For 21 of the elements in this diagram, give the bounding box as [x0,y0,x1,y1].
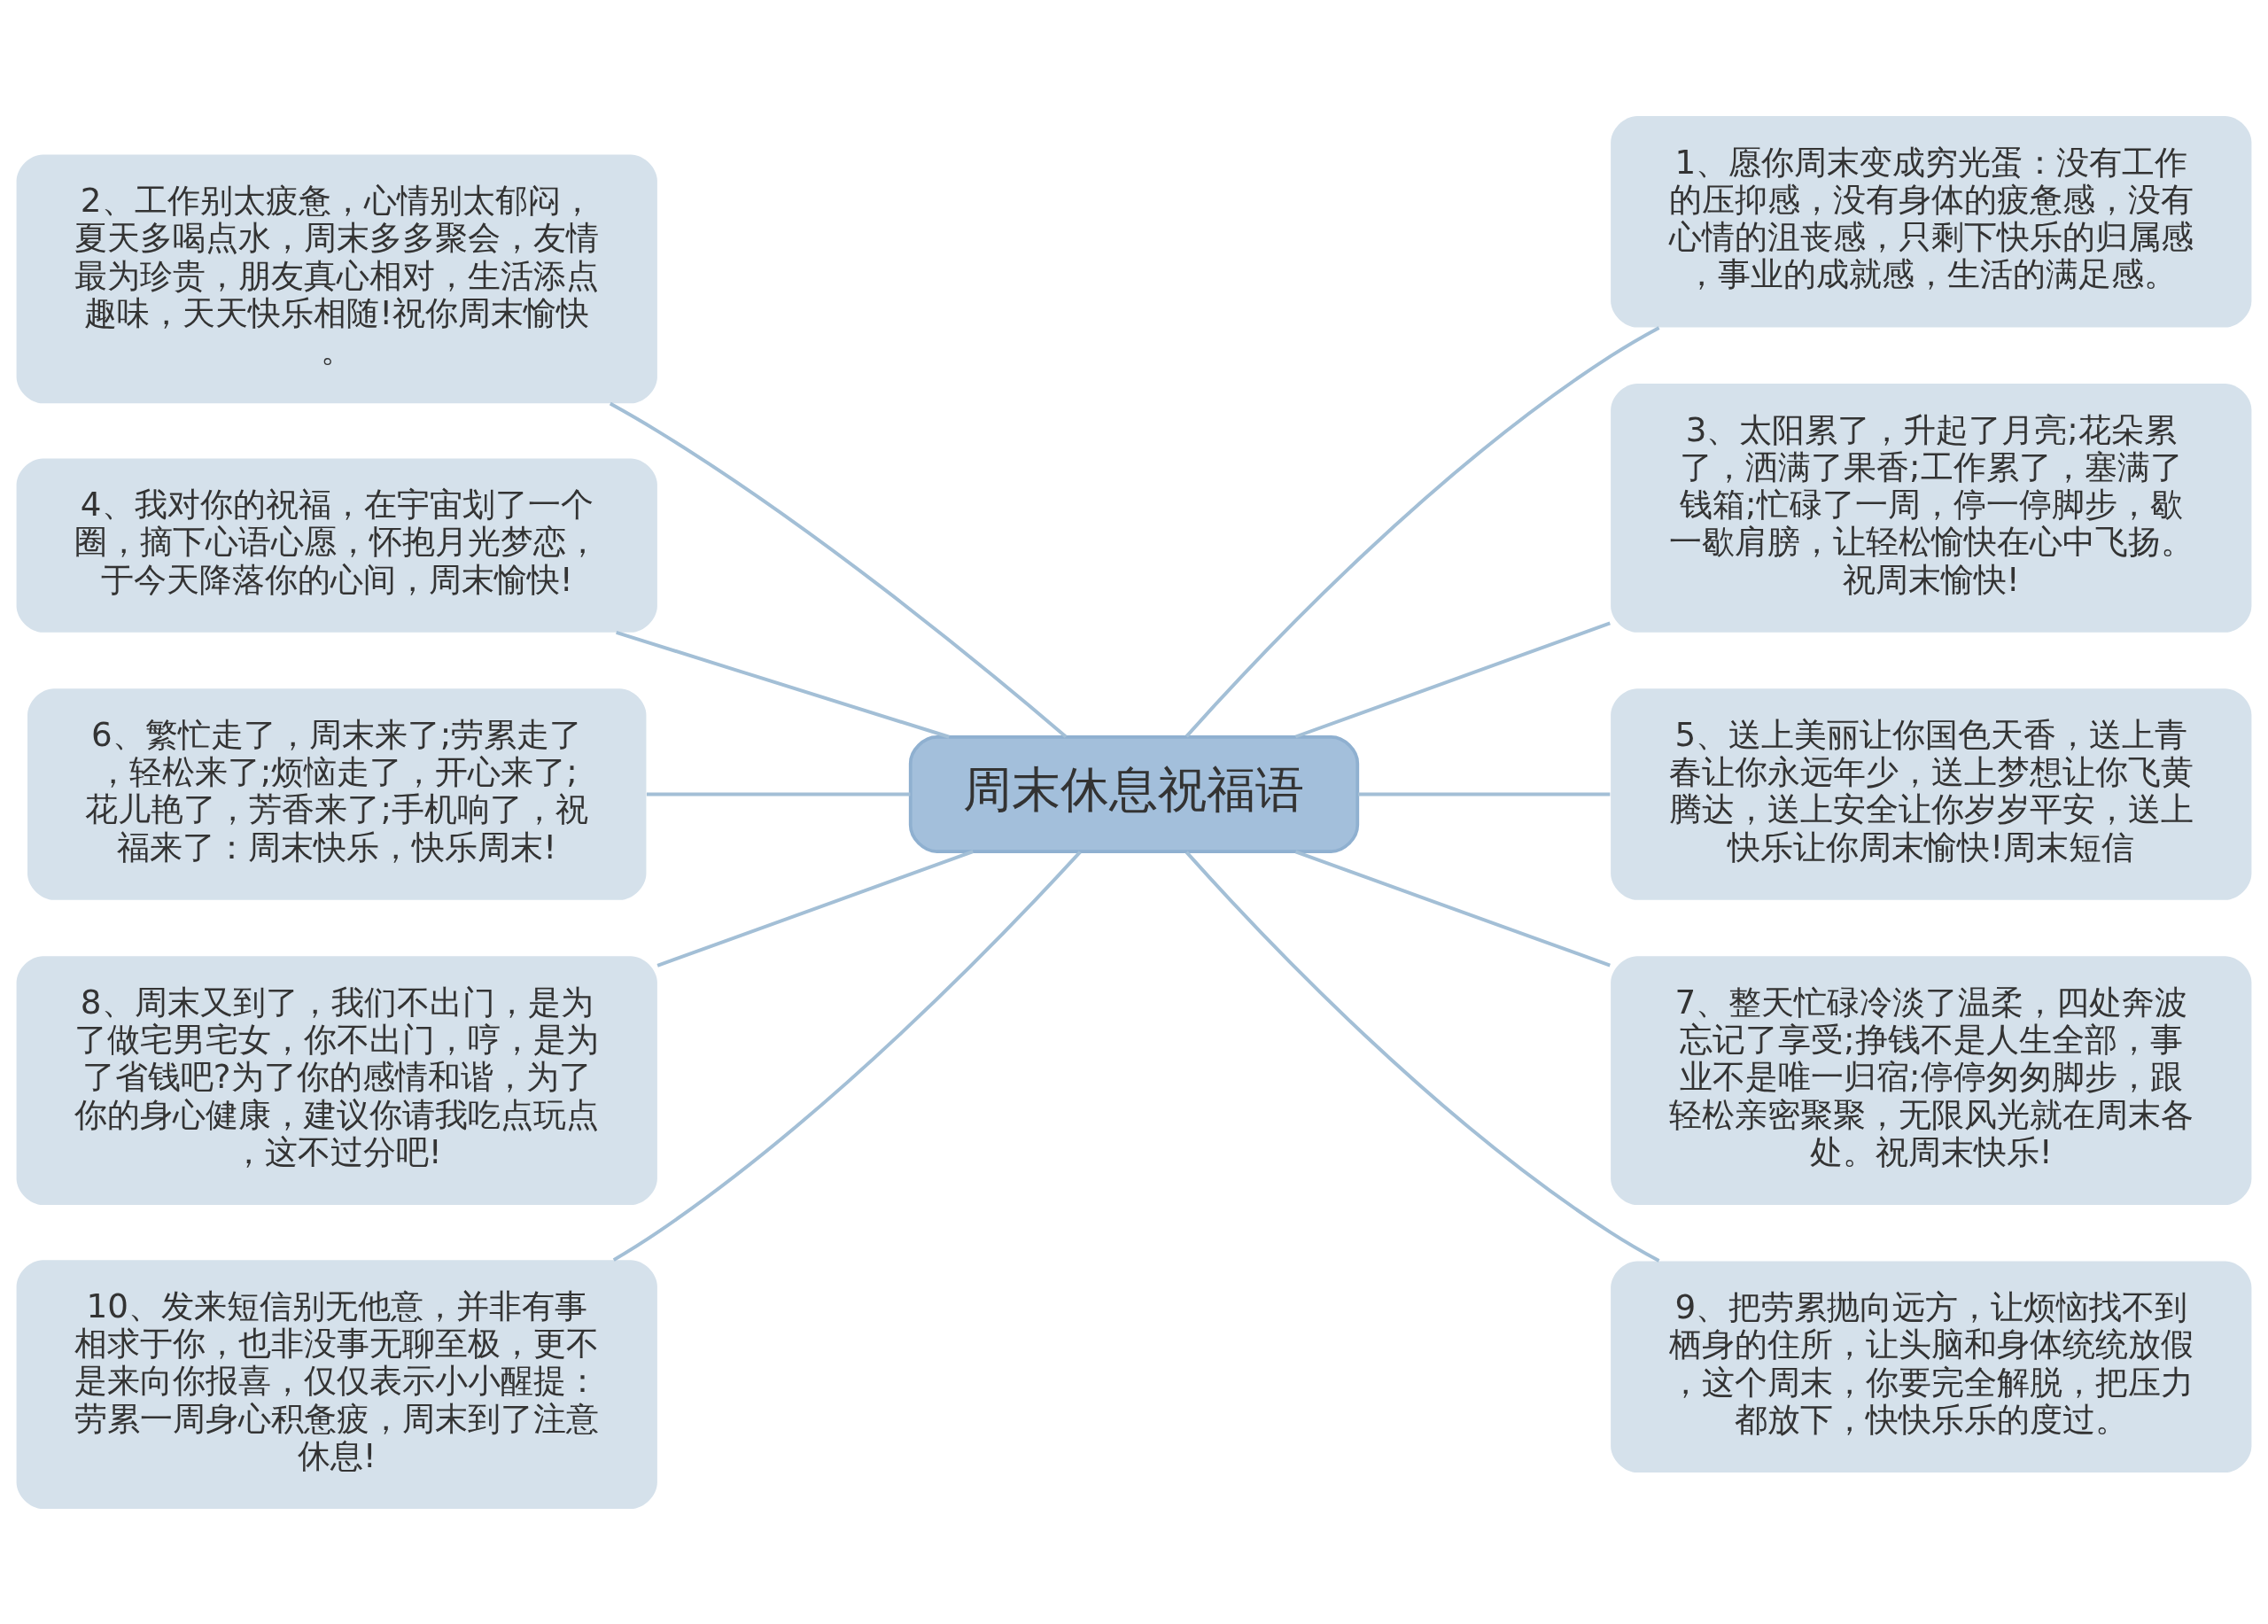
node-box: 9、把劳累抛向远方，让烦恼找不到栖身的住所，让头脑和身体统统放假，这个周末，你要完全解脱，把压力都放下，快快乐乐的度过。 [1611,1260,2252,1472]
connector [1184,851,1660,1263]
node-box: 10、发来短信别无他意，并非有事相求于你，也非没事无聊至极，更不是来向你报喜，仅仅表示小小醒提：劳累一周身心积惫疲，周末到了注意休息! [16,1259,657,1509]
node-box: 1、愿你周末变成穷光蛋：没有工作的压抑感，没有身体的疲惫感，没有心情的沮丧感，只剩下快乐的归属感，事业的成就感，生活的满足感。 [1611,115,2252,328]
node-box: 3、太阳累了，升起了月亮;花朵累了，洒满了果香;工作累了，塞满了钱箱;忙碌了一周，停一停脚步，歇一歇肩膀，让轻松愉快在心中飞扬。祝周末愉快! [1611,383,2252,633]
node-box: 2、工作别太疲惫，心情别太郁闷，夏天多喝点水，周末多多聚会，友情最为珍贵，朋友真心相对，生活添点趣味，天天快乐相随!祝你周末愉快。 [16,153,657,403]
connector [1294,850,1611,967]
node-box: 8、周末又到了，我们不出门，是为了做宅男宅女，你不出门，哼，是为了省钱吧?为了你的感情和谐，为了你的身心健康，建议你请我吃点玩点，这不过分吧! [16,955,657,1205]
connector [1184,325,1660,737]
node-box: 5、送上美丽让你国色天香，送上青春让你永远年少，送上梦想让你飞黄腾达，送上安全让你岁岁平安，送上快乐让你周末愉快!周末短信 [1611,688,2252,900]
connector [1357,792,1611,796]
node-box: 6、繁忙走了，周末来了;劳累走了，轻松来了;烦恼走了，开心来了;花儿艳了，芳香来了;手机响了，祝福来了：周末快乐，快乐周末! [27,688,647,900]
node-box: 周末休息祝福语 [908,734,1360,853]
connector [646,792,911,796]
connector [616,630,950,739]
node-box: 4、我对你的祝福，在宇宙划了一个圈，摘下心语心愿，怀抱月光梦恋，于今天降落你的心间，周末愉快! [16,457,657,633]
connector [1294,621,1611,738]
connector [656,849,974,967]
connector [609,401,1068,738]
connector [612,850,1082,1262]
node-box: 7、整天忙碌冷淡了温柔，四处奔波忘记了享受;挣钱不是人生全部，事业不是唯一归宿;停停匆匆脚步，跟轻松亲密聚聚，无限风光就在周末各处。祝周末快乐! [1611,955,2252,1205]
